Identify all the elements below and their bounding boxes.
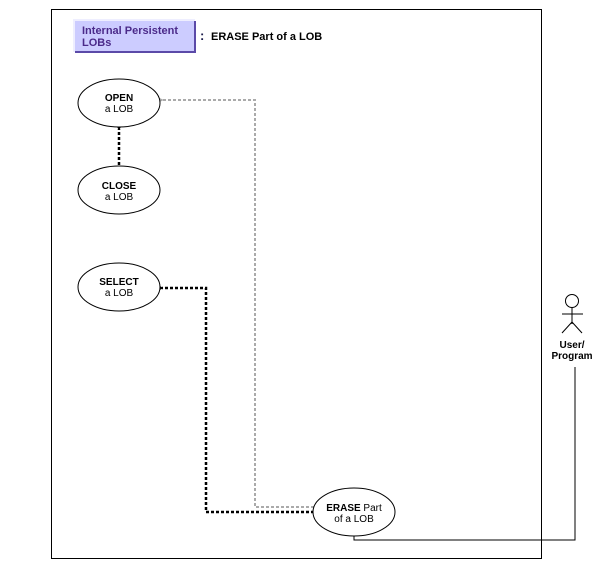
category-button[interactable]: Internal Persistent LOBs xyxy=(73,19,196,53)
use-case-close-title: CLOSE xyxy=(102,181,137,192)
category-label-line2: LOBs xyxy=(82,37,111,49)
use-case-erase-subtitle: of a LOB xyxy=(334,514,374,525)
erase-to-open-link xyxy=(162,100,314,508)
category-label-line1: Internal Persistent xyxy=(82,25,178,37)
actor-user-program: User/ Program xyxy=(551,294,593,362)
use-case-open: OPEN a LOB xyxy=(77,78,161,128)
erase-to-select-link xyxy=(162,288,314,514)
use-case-erase: ERASE Part of a LOB xyxy=(312,487,396,537)
use-case-select-subtitle: a LOB xyxy=(105,288,134,299)
title-separator: : xyxy=(200,28,204,43)
use-case-close-subtitle: a LOB xyxy=(105,192,134,203)
diagram-frame xyxy=(51,9,542,559)
use-case-select-title: SELECT xyxy=(99,277,138,288)
page-title: ERASE Part of a LOB xyxy=(211,31,322,43)
actor-figure-icon xyxy=(561,294,583,334)
actor-label-line1: User/ xyxy=(559,340,584,351)
use-case-erase-title: ERASE Part xyxy=(326,503,382,514)
use-case-erase-rest: Part xyxy=(361,503,382,514)
use-case-erase-main: ERASE xyxy=(326,503,361,514)
use-case-open-subtitle: a LOB xyxy=(105,104,134,115)
use-case-select: SELECT a LOB xyxy=(77,262,161,312)
actor-to-erase-link xyxy=(353,367,576,541)
actor-label-line2: Program xyxy=(551,351,592,362)
use-case-close: CLOSE a LOB xyxy=(77,165,161,215)
use-case-open-title: OPEN xyxy=(105,93,133,104)
